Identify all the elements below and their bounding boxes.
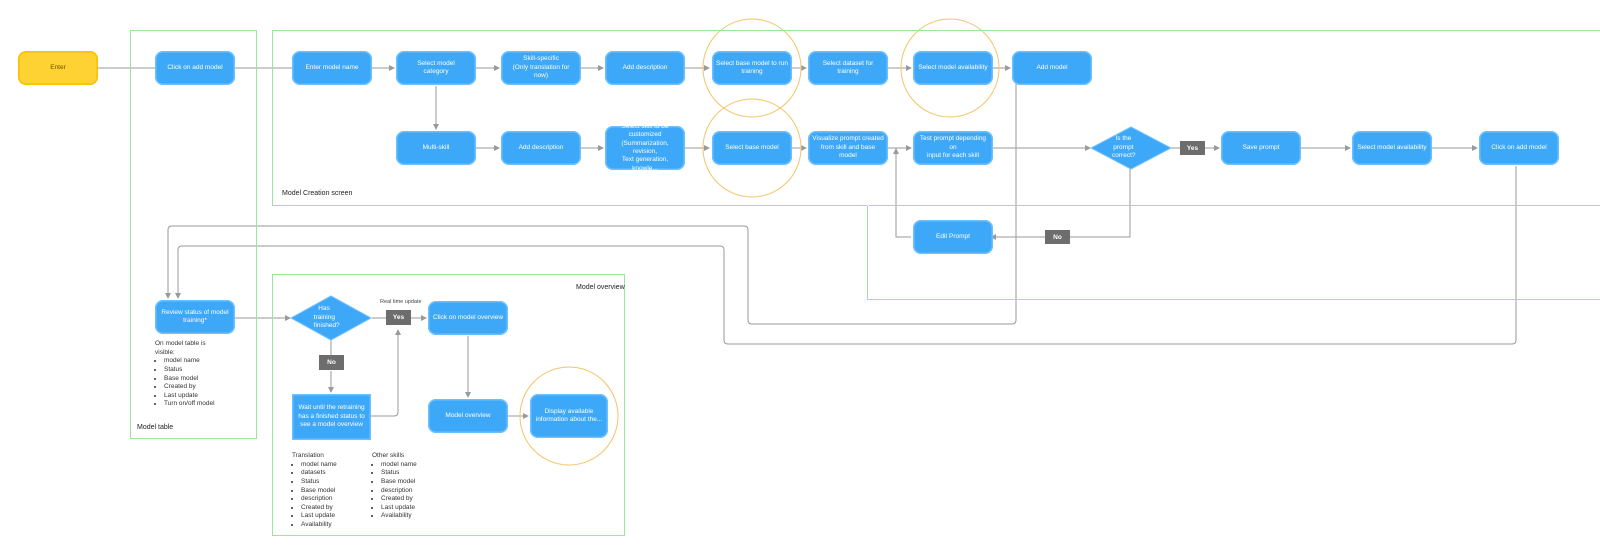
frame-joint	[867, 205, 869, 206]
model-creation-label: Model Creation screen	[282, 190, 353, 197]
connector	[165, 78, 1017, 325]
highlight-ring	[519, 366, 619, 466]
prompt-yes-tag: Yes	[1180, 141, 1205, 155]
highlight-ring	[900, 18, 1000, 118]
select-availability-2-node[interactable]: Select model availability	[1352, 131, 1432, 165]
model-overview-node[interactable]: Model overview	[428, 399, 508, 433]
add-description-node[interactable]: Add description	[605, 51, 685, 85]
model-creation-frame-extension	[867, 205, 1600, 300]
save-prompt-node[interactable]: Save prompt	[1221, 131, 1301, 165]
enter-model-name-node[interactable]: Enter model name	[292, 51, 372, 85]
click-add-model-2-node[interactable]: Click on add model	[1479, 131, 1559, 165]
click-model-overview-node[interactable]: Click on model overview	[428, 301, 508, 335]
model-creation-frame	[272, 30, 1600, 206]
connector	[371, 329, 401, 417]
translation-list: Translation model name datasets Status B…	[292, 452, 367, 530]
skill-specific-node[interactable]: Skill-specific(Only translation for now)	[501, 51, 581, 85]
multi-skill-node[interactable]: Multi-skill	[396, 131, 476, 165]
model-table-label: Model table	[137, 424, 174, 431]
highlight-ring	[702, 18, 802, 118]
highlight-ring	[702, 98, 802, 198]
training-yes-tag: Yes	[386, 310, 411, 325]
other-skills-list: Other skills model name Status Base mode…	[372, 452, 447, 521]
click-add-model-node[interactable]: Click on add model	[155, 51, 235, 85]
model-table-frame	[130, 30, 257, 439]
model-table-fields: model name Status Base model Created by …	[155, 357, 250, 409]
model-table-note: On model table is visible: model name St…	[155, 340, 250, 409]
model-overview-label: Model overview	[576, 284, 625, 291]
enter-node[interactable]: Enter	[18, 51, 98, 85]
model-overview-frame	[272, 274, 625, 536]
connector	[893, 148, 911, 238]
connector	[1070, 169, 1131, 238]
select-availability-node[interactable]: Select model availability	[913, 51, 993, 85]
select-model-category-node[interactable]: Select model category	[396, 51, 476, 85]
select-dataset-node[interactable]: Select dataset for training	[808, 51, 888, 85]
add-model-node[interactable]: Add model	[1012, 51, 1092, 85]
realtime-annotation: Real time update	[380, 299, 422, 305]
training-no-tag: No	[319, 355, 344, 370]
prompt-no-tag: No	[1045, 230, 1070, 244]
select-base-model-node[interactable]: Select base model	[712, 131, 792, 165]
connector	[175, 166, 1517, 345]
add-description-multi-node[interactable]: Add description	[501, 131, 581, 165]
edit-prompt-node[interactable]: Edit Prompt	[913, 220, 993, 254]
